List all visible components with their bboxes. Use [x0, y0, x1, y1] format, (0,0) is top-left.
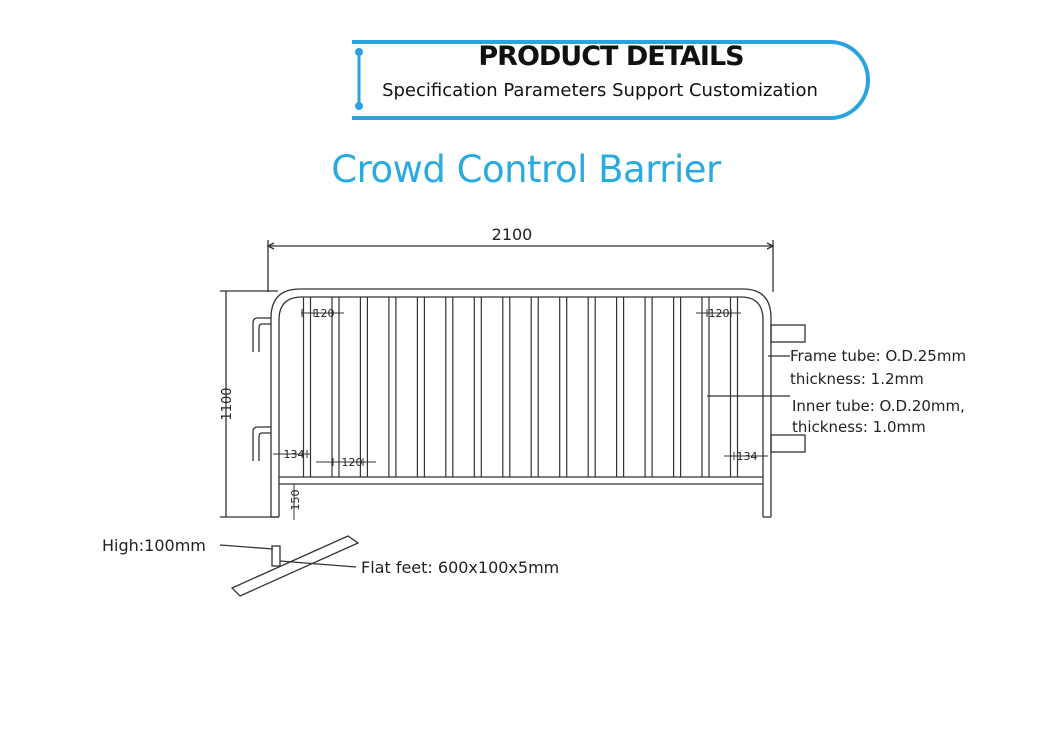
- width-arrow-left: [266, 242, 275, 250]
- spacing-top-right-label: 120: [709, 307, 730, 320]
- end-gap-left-label: 134: [284, 448, 305, 461]
- foot-post: [271, 545, 281, 567]
- right-connector-upper: [770, 324, 806, 343]
- left-hook-upper-inner: [258, 323, 271, 352]
- outer-frame-tube-inner-edge: [278, 296, 764, 517]
- inner-tube-thickness-label: thickness: 1.0mm: [792, 418, 926, 436]
- flat-foot-plate: [230, 535, 360, 597]
- left-hook-lower: [252, 426, 271, 461]
- frame-tube-thickness-label: thickness: 1.2mm: [790, 370, 924, 388]
- right-connector-lower: [770, 434, 806, 453]
- banner-frame: [352, 40, 870, 120]
- spacing-bottom-left-label: 120: [342, 456, 363, 469]
- spacing-top-left-label: 120: [314, 307, 335, 320]
- bottom-clearance-label: 150: [289, 490, 302, 511]
- flat-feet-leader: [279, 560, 357, 568]
- page-title: Crowd Control Barrier: [331, 148, 721, 191]
- flat-feet-label: Flat feet: 600x100x5mm: [361, 558, 559, 577]
- width-arrow-right: [766, 242, 775, 250]
- left-hook-lower-inner: [258, 432, 271, 461]
- foot-height-leader: [219, 544, 274, 550]
- banner-title: PRODUCT DETAILS: [478, 41, 744, 72]
- frame-tube-label: Frame tube: O.D.25mm: [790, 347, 966, 365]
- end-gap-right-label: 134: [737, 450, 758, 463]
- banner-subtitle: Specification Parameters Support Customi…: [382, 80, 818, 101]
- inner-tube-label: Inner tube: O.D.20mm,: [792, 397, 965, 415]
- product-details-banner: [352, 40, 870, 120]
- left-hook-upper: [252, 317, 271, 352]
- foot-height-label: High:100mm: [102, 536, 206, 555]
- outer-frame-tube: [270, 288, 772, 517]
- overall-width-label: 2100: [492, 225, 533, 244]
- overall-height-label: 1100: [220, 387, 235, 420]
